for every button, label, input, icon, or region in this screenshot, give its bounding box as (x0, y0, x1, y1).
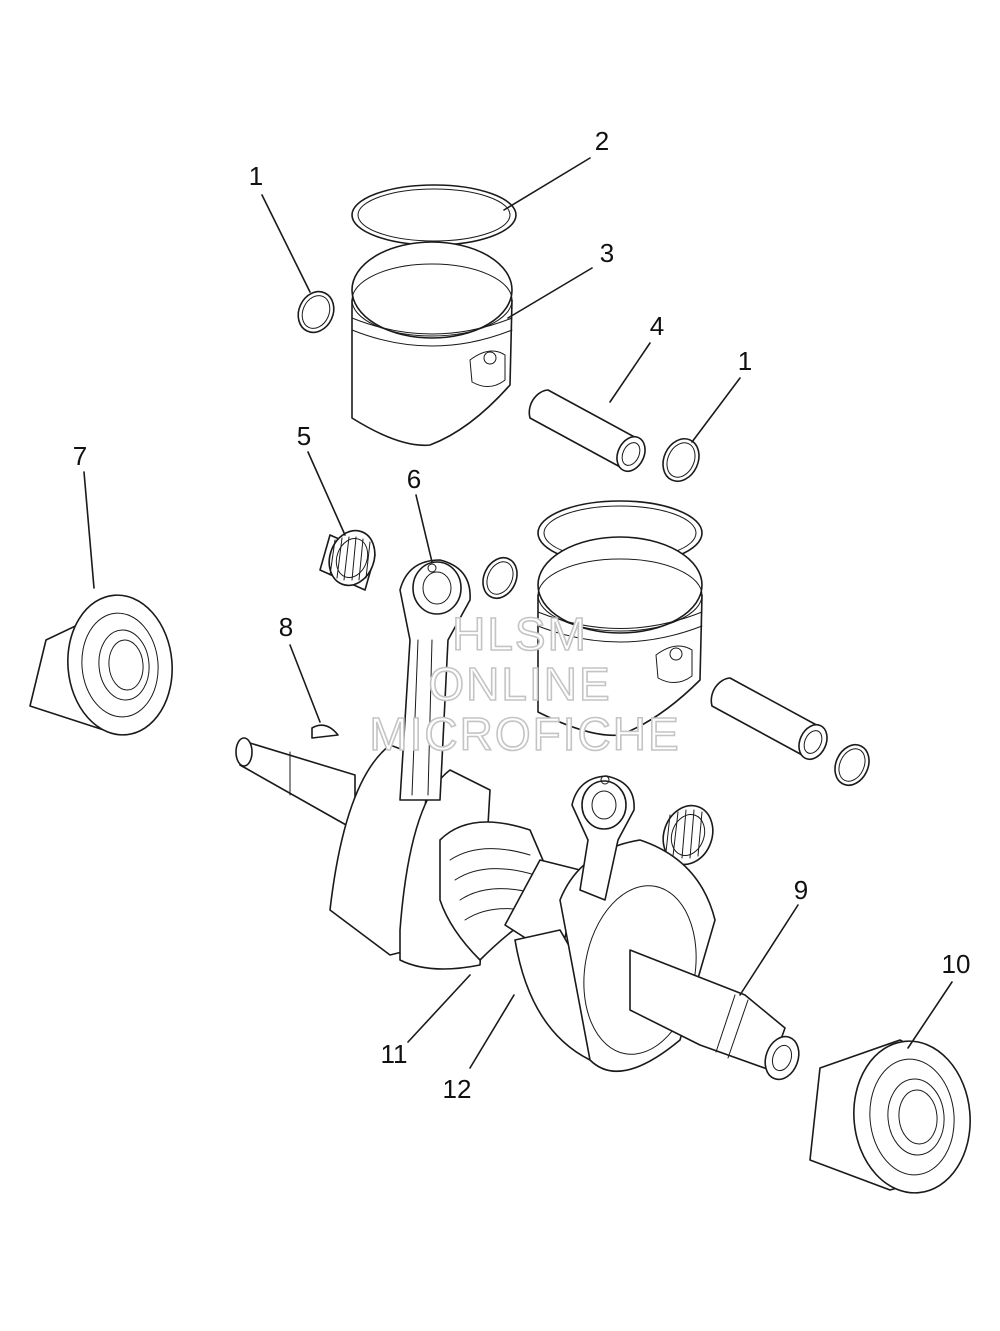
leader-line-9 (739, 904, 799, 996)
callout-8: 8 (279, 612, 293, 642)
leader-line-11 (407, 974, 471, 1043)
upper-piston-ring[interactable] (351, 184, 517, 246)
lower-piston[interactable] (537, 536, 703, 737)
upper-circlip[interactable] (292, 286, 341, 338)
callout-4: 4 (650, 311, 664, 341)
watermark-line-3: MICROFICHE (369, 708, 680, 760)
crankshaft-assembly[interactable] (235, 737, 805, 1084)
woodruff-key[interactable] (311, 724, 339, 739)
lower-pin-circlip[interactable] (829, 739, 876, 791)
main-bearing-left[interactable] (29, 591, 178, 740)
callout-12: 12 (443, 1074, 472, 1104)
leader-line-2 (503, 157, 591, 211)
lower-piston-pin[interactable] (710, 677, 832, 764)
leader-line-7 (83, 471, 95, 589)
callout-2: 2 (595, 126, 609, 156)
lower-circlip[interactable] (477, 552, 524, 604)
leader-line-3 (507, 267, 593, 319)
callout-1a: 1 (249, 161, 263, 191)
upper-piston[interactable] (351, 241, 513, 447)
callout-11: 11 (381, 1039, 408, 1069)
connecting-rod-lower[interactable] (571, 775, 635, 901)
watermark-line-2: ONLINE (428, 658, 611, 710)
callout-3: 3 (600, 238, 614, 268)
leader-line-1a (261, 194, 311, 293)
watermark-line-1: HLSM (452, 608, 588, 660)
upper-piston-pin[interactable] (528, 389, 650, 476)
leader-lines (83, 157, 953, 1069)
leader-line-6 (415, 494, 433, 563)
leader-line-5 (307, 451, 346, 536)
upper-pin-circlip[interactable] (656, 433, 705, 487)
callout-7: 7 (73, 441, 87, 471)
callout-10: 10 (942, 949, 971, 979)
callout-labels: 1 2 3 4 1 5 6 7 8 9 10 11 12 (73, 126, 971, 1104)
watermark: HLSM ONLINE MICROFICHE (369, 607, 680, 761)
callout-6: 6 (407, 464, 421, 494)
callout-9: 9 (794, 875, 808, 905)
needle-bearing-upper[interactable] (319, 524, 382, 592)
callout-1b: 1 (738, 346, 752, 376)
main-bearing-right[interactable] (809, 1036, 976, 1198)
leader-line-8 (289, 644, 321, 723)
leader-line-4 (609, 342, 651, 403)
leader-line-10 (907, 981, 953, 1049)
leader-line-12 (469, 994, 515, 1069)
leader-line-1b (691, 377, 741, 443)
callout-5: 5 (297, 421, 311, 451)
connecting-rod-upper[interactable] (399, 559, 471, 801)
